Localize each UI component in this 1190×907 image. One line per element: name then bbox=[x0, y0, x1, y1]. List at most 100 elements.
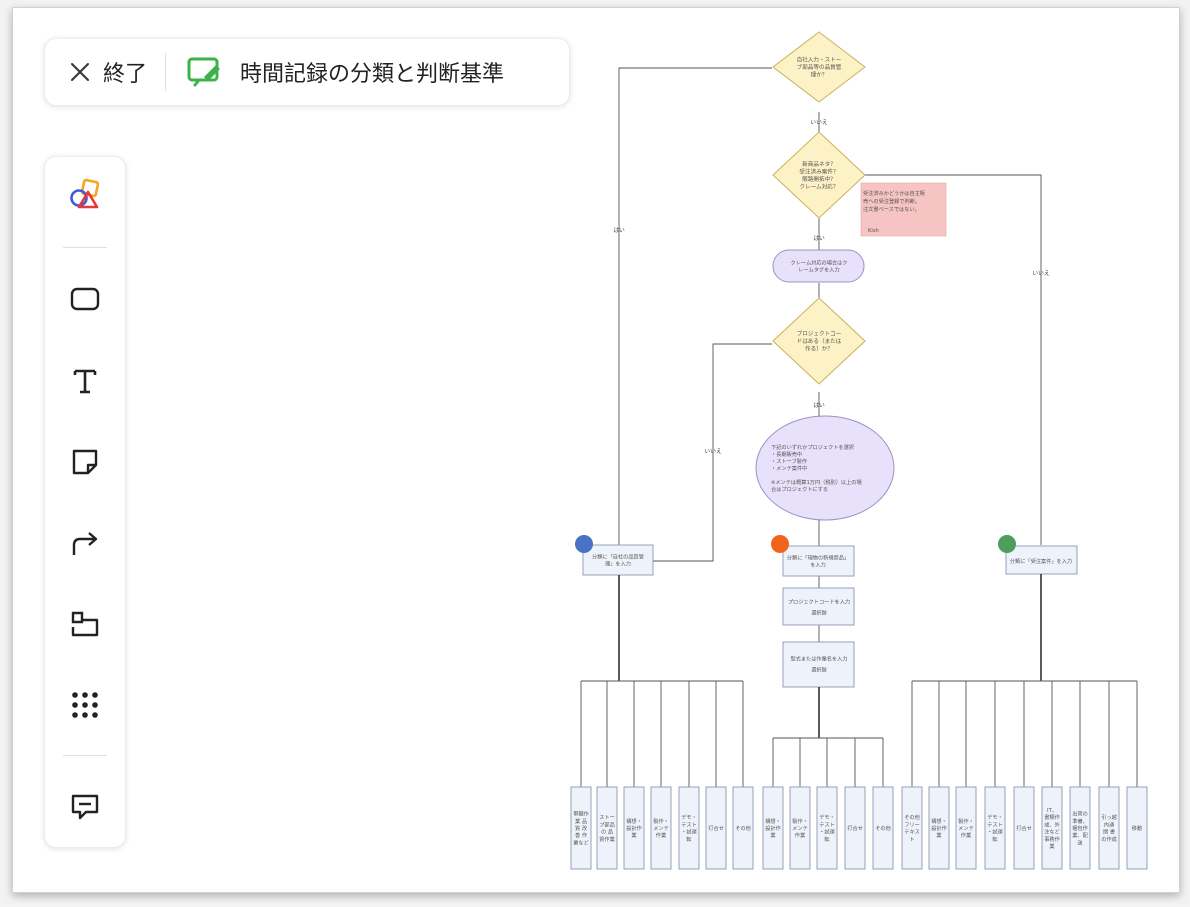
decision-quality-control-text: ブ部品等の品質管 bbox=[797, 63, 842, 71]
leaf-category-text: 業 bbox=[1049, 842, 1054, 850]
box-order-category[interactable] bbox=[1005, 545, 1078, 575]
top-bar: 終了 時間記録の分類と判断基準 bbox=[44, 38, 570, 106]
leaf-category-box[interactable] bbox=[1098, 786, 1120, 870]
leaf-category-box[interactable] bbox=[901, 786, 923, 870]
rectangle-tool[interactable] bbox=[45, 267, 125, 331]
leaf-category-box[interactable] bbox=[955, 786, 977, 870]
toolbar-divider bbox=[63, 755, 107, 756]
decision-case-type-text: 新商品ネタ？ bbox=[802, 160, 836, 168]
leaf-category-box[interactable] bbox=[762, 786, 784, 870]
leaf-category-text: フリー bbox=[904, 821, 920, 828]
marker-orange[interactable] bbox=[771, 535, 789, 553]
marker-blue[interactable] bbox=[575, 535, 593, 553]
divider bbox=[165, 53, 167, 91]
leaf-category-box[interactable] bbox=[816, 786, 838, 870]
leaf-category-text: 書類作 bbox=[1044, 813, 1060, 821]
process-claim-tag-text: クレーム対応の場合はク bbox=[791, 259, 848, 267]
box-quality-category-text: 分類に「自社の品質管 bbox=[592, 553, 644, 561]
leaf-category-text: 梱包作 bbox=[1072, 824, 1088, 832]
leaf-category-box[interactable] bbox=[928, 786, 950, 870]
leaf-category-box[interactable] bbox=[1126, 786, 1148, 870]
leaf-category-text: 業 bbox=[770, 831, 775, 839]
process-select-project-text: ・メンテ案件中 bbox=[771, 464, 807, 472]
leaf-category-box[interactable] bbox=[678, 786, 700, 870]
connector-line bbox=[653, 343, 772, 562]
leaf-category-text: 業、配 bbox=[1072, 831, 1088, 839]
sticky-note-tool[interactable] bbox=[45, 430, 125, 494]
toolbar-divider bbox=[63, 247, 107, 248]
sticky-note-icon bbox=[72, 449, 98, 475]
leaf-category-text: デモ・ bbox=[987, 813, 1003, 821]
leaf-category-box[interactable] bbox=[844, 786, 866, 870]
leaf-category-text: ・試運 bbox=[819, 828, 835, 836]
leaf-category-text: ストー bbox=[599, 814, 615, 821]
sticky-note[interactable] bbox=[860, 182, 947, 237]
leaf-category-box[interactable] bbox=[1013, 786, 1035, 870]
box-order-category-text: 分類に「受注案件」を入力 bbox=[1010, 557, 1072, 565]
text-tool[interactable] bbox=[45, 349, 125, 413]
leaf-category-box[interactable] bbox=[623, 786, 645, 870]
box-project-code[interactable] bbox=[782, 587, 855, 626]
box-new-product-category-text: 分類に「現物の新規商品」 bbox=[787, 554, 849, 562]
close-icon bbox=[71, 63, 89, 81]
leaf-category-box[interactable] bbox=[789, 786, 811, 870]
leaf-category-text: 製作・ bbox=[653, 817, 669, 825]
leaf-category-text: 製作・ bbox=[958, 817, 974, 825]
sticky-note-text: 売への受注登録で判断。 bbox=[863, 197, 920, 205]
leaf-category-text: 作業 bbox=[961, 831, 971, 839]
connector-line bbox=[864, 174, 1042, 545]
leaf-category-text: 送 bbox=[1077, 838, 1083, 846]
text-icon bbox=[73, 369, 97, 394]
leaf-category-text: テキス bbox=[904, 829, 919, 836]
leaf-category-box[interactable] bbox=[1041, 786, 1063, 870]
leaf-category-text: 善 作 bbox=[575, 831, 587, 839]
decision-project-code-text: ドはある（または bbox=[797, 338, 842, 345]
exit-button[interactable]: 終了 bbox=[45, 39, 165, 105]
board-title-area[interactable]: 時間記録の分類と判断基準 bbox=[166, 56, 504, 88]
process-claim-tag[interactable] bbox=[772, 249, 865, 283]
leaf-category-text: の作成 bbox=[1101, 835, 1117, 843]
decision-quality-control[interactable] bbox=[772, 31, 866, 103]
leaf-category-box[interactable] bbox=[705, 786, 727, 870]
more-tools[interactable] bbox=[45, 673, 125, 737]
box-quality-category[interactable] bbox=[582, 544, 654, 576]
leaf-category-text: デモ・ bbox=[681, 813, 697, 821]
box-work-name[interactable] bbox=[782, 641, 855, 688]
frame-tool[interactable] bbox=[45, 592, 125, 656]
connector-line bbox=[618, 67, 772, 568]
leaf-category-text: 設計作 bbox=[626, 824, 642, 832]
leaf-category-text: 内通 bbox=[1104, 820, 1115, 828]
leaf-category-text: 作業 bbox=[656, 831, 666, 839]
comment-tool[interactable] bbox=[45, 775, 125, 839]
leaf-category-box[interactable] bbox=[1069, 786, 1091, 870]
leaf-category-text: 転 bbox=[992, 836, 997, 843]
leaf-category-text: 打合せ bbox=[847, 824, 863, 832]
connector-tool[interactable] bbox=[45, 511, 125, 575]
process-select-project-text: 下記のいずれかプロジェクトを選択 bbox=[771, 443, 855, 451]
leaf-category-box[interactable] bbox=[872, 786, 894, 870]
leaf-category-text: その他 bbox=[735, 824, 751, 832]
leaf-category-text: 業 bbox=[631, 831, 636, 839]
edge-label-yes: はい bbox=[813, 402, 825, 409]
marker-green[interactable] bbox=[998, 535, 1016, 553]
shapes-tool[interactable] bbox=[45, 163, 125, 227]
box-new-product-category[interactable] bbox=[782, 545, 855, 577]
box-project-code-text: 選択肢 bbox=[811, 609, 827, 617]
leaf-category-text: メンテ bbox=[653, 825, 669, 832]
leaf-category-text: 作業 bbox=[795, 831, 805, 839]
decision-case-type[interactable] bbox=[772, 131, 866, 219]
leaf-category-text: 構想・ bbox=[765, 817, 781, 825]
leaf-category-text: 準備、 bbox=[1072, 817, 1088, 825]
leaf-category-text: 打合せ bbox=[1016, 824, 1032, 832]
leaf-category-box[interactable] bbox=[596, 786, 618, 870]
leaf-category-box[interactable] bbox=[650, 786, 672, 870]
comment-icon bbox=[71, 794, 99, 820]
sticky-note-text: 注文書ベースではない。 bbox=[863, 205, 920, 213]
leaf-category-box[interactable] bbox=[984, 786, 1006, 870]
process-select-project[interactable] bbox=[755, 415, 895, 521]
box-project-code-text: プロジェクトコードを入力 bbox=[788, 598, 850, 606]
leaf-category-box[interactable] bbox=[570, 786, 592, 870]
flowchart-canvas[interactable]: いいえはいはいいいえはいいいえ自社入力・ストーブ部品等の品質管理か？新商品ネタ？… bbox=[13, 8, 1179, 892]
leaf-category-box[interactable] bbox=[732, 786, 754, 870]
decision-project-code[interactable] bbox=[772, 297, 866, 385]
